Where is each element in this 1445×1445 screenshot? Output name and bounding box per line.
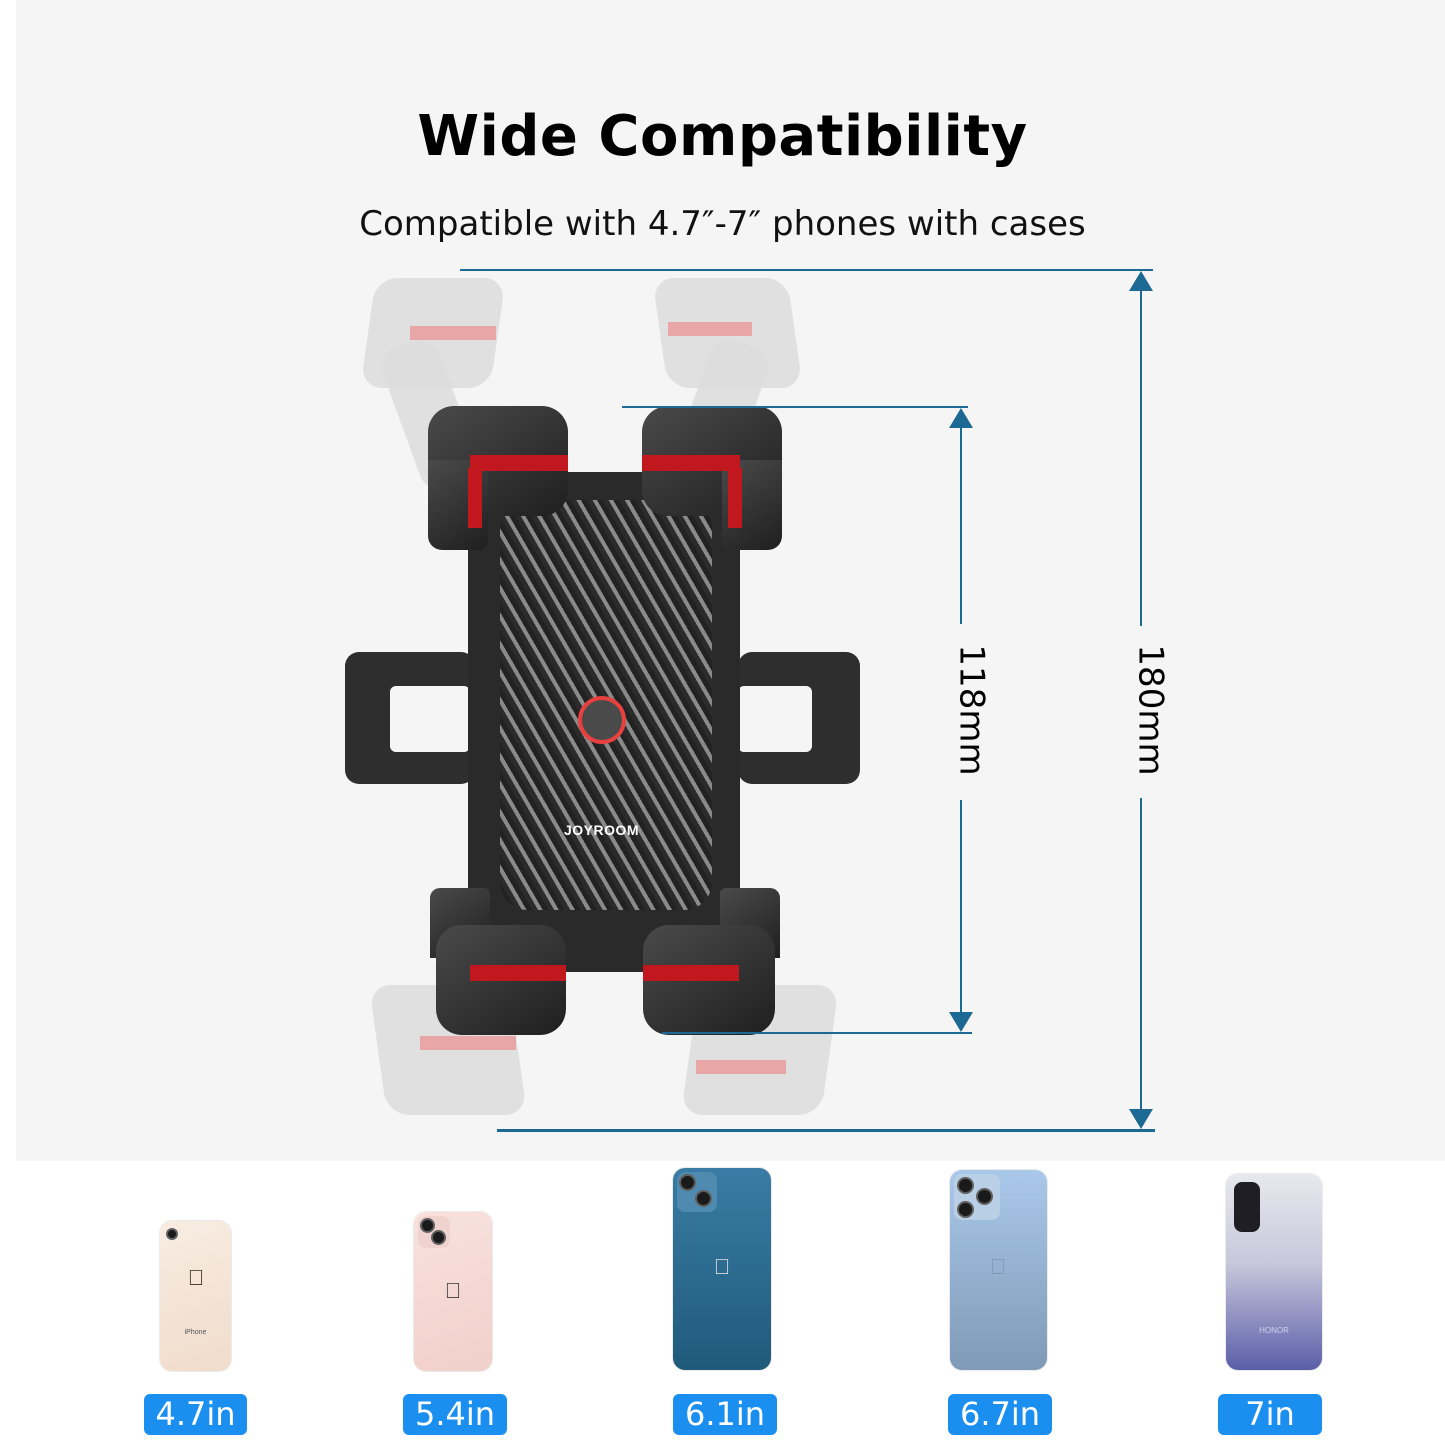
phone-6-1in:  [673,1168,771,1370]
phone-6-7in:  [950,1170,1047,1370]
apple-logo-icon:  [710,1254,734,1280]
page-title: Wide Compatibility [417,104,1028,169]
apple-logo-icon:  [442,1278,464,1304]
size-badge-5-4in: 5.4in [403,1394,507,1435]
outer-dimension-label: 180mm [1130,644,1171,776]
phone-4-7in:  iPhone [160,1221,231,1371]
inner-dimension-label: 118mm [951,644,992,776]
page-subtitle: Compatible with 4.7″-7″ phones with case… [359,204,1086,244]
size-badge-6-7in: 6.7in [948,1394,1052,1435]
brand-logo: JOYROOM [564,822,640,838]
phone-7in: HONOR [1226,1174,1322,1370]
release-button[interactable] [578,696,626,744]
size-badge-4-7in: 4.7in [144,1394,247,1435]
phone-5-4in:  [414,1212,492,1371]
size-badge-6-1in: 6.1in [673,1394,777,1435]
size-badge-7in: 7in [1218,1394,1322,1435]
apple-logo-icon:  [186,1265,206,1291]
apple-logo-icon:  [986,1254,1010,1280]
